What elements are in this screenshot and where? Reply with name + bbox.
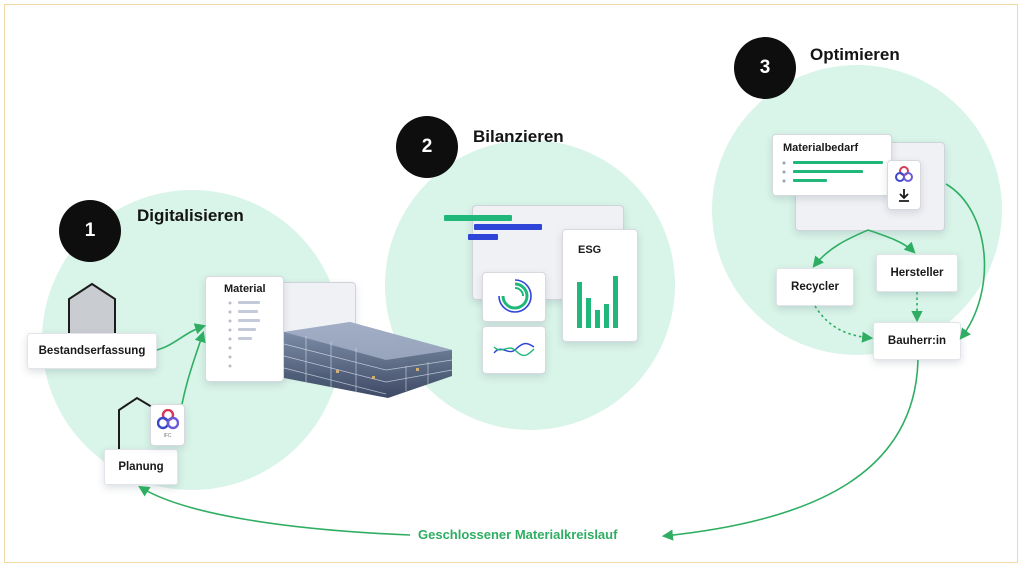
trend-lines-icon (492, 337, 536, 361)
loop-arrow-client-to-label (661, 359, 919, 541)
manufacturer-label: Hersteller (876, 254, 958, 292)
material-card: Material (205, 276, 284, 382)
closed-loop-label: Geschlossener Materialkreislauf (418, 527, 618, 542)
client-label: Bauherr:in (873, 322, 961, 360)
bim-building-model (276, 318, 456, 404)
esg-bar-chart (573, 274, 627, 330)
step1-title: Digitalisieren (137, 206, 244, 225)
arrow-download-to-client (945, 183, 986, 340)
step1-number-badge: 1 (59, 200, 121, 262)
arrow-demand-to-recycler (812, 229, 869, 268)
arrow-survey-to-material (156, 323, 207, 351)
loop-arrow-label-to-planning (138, 485, 411, 536)
demand-list (773, 135, 891, 195)
recycler-label: Recycler (776, 268, 854, 306)
material-card-title: Material (224, 283, 266, 295)
arrow-planning-to-material (181, 330, 206, 405)
arrow-recycler-to-client (814, 305, 874, 343)
existing-survey-label: Bestandserfassung (27, 333, 157, 369)
ifc-logo-icon (895, 166, 913, 184)
arrow-demand-to-manufacturer (867, 229, 916, 254)
trend-card (482, 326, 546, 374)
step3-title: Optimieren (810, 45, 900, 64)
step2-number-badge: 2 (396, 116, 458, 178)
ifc-file-card: IFC (150, 404, 185, 446)
image-frame (4, 4, 1018, 563)
step3-number-badge: 3 (734, 37, 796, 99)
material-demand-card: Materialbedarf (772, 134, 892, 196)
progress-ring-card (482, 272, 546, 322)
progress-ring-icon (497, 278, 533, 314)
planning-label: Planung (104, 449, 178, 485)
material-demand-title: Materialbedarf (783, 142, 859, 154)
esg-card: ESG (562, 229, 638, 342)
planned-building-icon (117, 396, 159, 450)
download-card (887, 160, 921, 210)
step2-title: Bilanzieren (473, 127, 564, 146)
material-list (206, 277, 283, 381)
ifc-badge-text: IFC (163, 433, 172, 439)
download-icon (897, 188, 911, 202)
gantt-bars (444, 212, 544, 244)
ifc-icon (156, 408, 180, 431)
esg-card-title: ESG (578, 244, 602, 256)
